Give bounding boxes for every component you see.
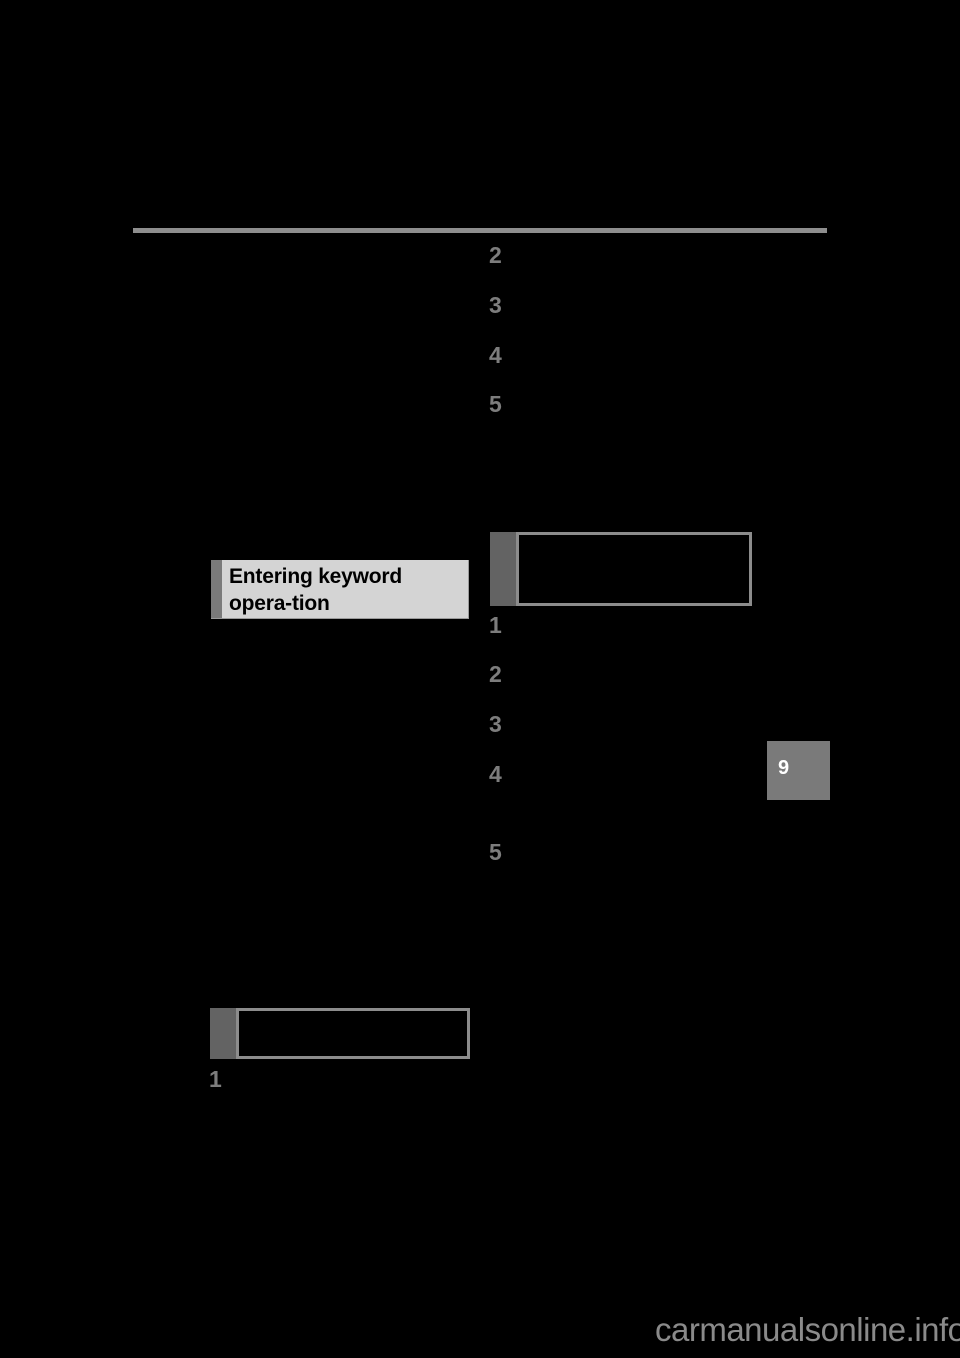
note-box-right-frame [516,532,752,606]
note-box-left-frame [236,1008,470,1059]
note-box-right-text [519,535,749,543]
note-box-right [490,532,752,606]
step-number-b3: 3 [489,711,502,737]
step-number-b4: 4 [489,761,502,787]
section-heading-accent-bar [211,560,222,618]
step-number-b2: 2 [489,661,502,687]
step-number-b1: 1 [489,612,502,638]
chapter-tab-9: 9 [767,741,830,800]
step-number-4: 4 [489,342,502,368]
step-number-b5: 5 [489,839,502,865]
step-number-left-1: 1 [209,1066,222,1092]
step-number-5: 5 [489,391,502,417]
section-heading-title: Entering keyword opera-tion [229,565,403,615]
header-rule [133,228,827,233]
watermark: carmanualsonline.info [655,1311,960,1348]
note-box-left [210,1008,470,1059]
step-number-2: 2 [489,242,502,268]
section-heading: Entering keyword opera-tion [211,560,469,619]
step-number-3: 3 [489,292,502,318]
note-box-left-accent-bar [210,1008,236,1059]
chapter-tab-number: 9 [778,757,790,779]
note-box-left-text [239,1011,467,1019]
note-box-right-accent-bar [490,532,516,606]
